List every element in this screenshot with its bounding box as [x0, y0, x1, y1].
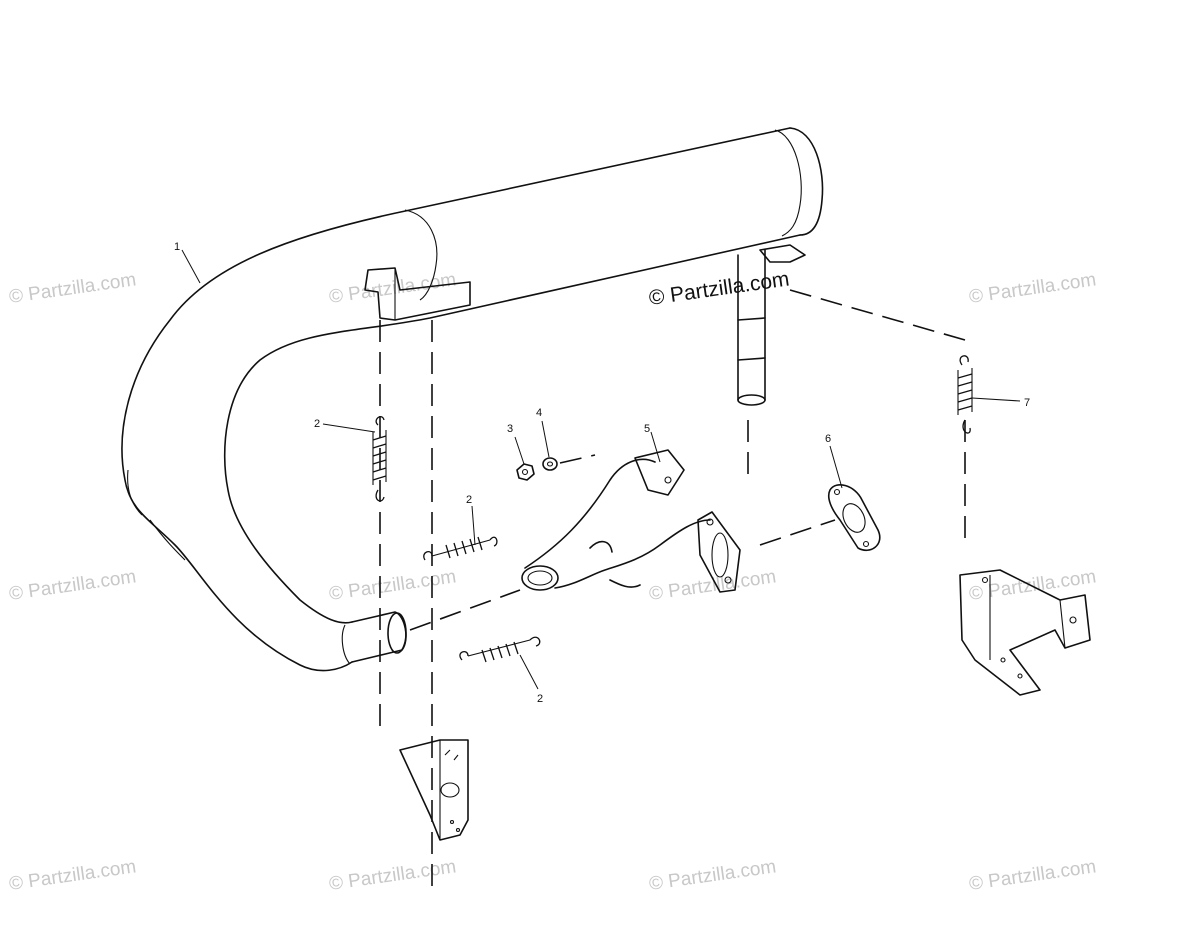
- callout-6: 6: [825, 433, 831, 445]
- watermark: © Partzilla.com: [328, 269, 458, 308]
- callout-3: 3: [507, 423, 513, 435]
- watermark: © Partzilla.com: [648, 566, 778, 605]
- gasket-part-6: [827, 484, 881, 552]
- spring-part-7: [957, 355, 973, 434]
- fastener-centerline: [559, 454, 596, 464]
- callout-labels: 1 2 2 2 3 4 5 6 7: [174, 241, 1030, 705]
- spring-part-2-lower: [459, 636, 541, 663]
- callout-2-middle-spring: 2: [466, 494, 472, 506]
- callout-2-vertical-spring: 2: [314, 418, 320, 430]
- assembly-centerlines: [379, 289, 966, 890]
- callout-1: 1: [174, 241, 180, 253]
- rear-frame-bracket: [959, 569, 1091, 696]
- watermark: © Partzilla.com: [328, 566, 458, 605]
- callout-5: 5: [644, 423, 650, 435]
- watermark: © Partzilla.com: [8, 566, 138, 605]
- callout-4: 4: [536, 407, 542, 419]
- watermark: © Partzilla.com: [648, 856, 778, 895]
- watermark: © Partzilla.com: [8, 856, 138, 895]
- copyright-watermark: © Partzilla.com: [647, 267, 790, 309]
- watermark: © Partzilla.com: [968, 856, 1098, 895]
- y-manifold-part-5: [521, 449, 741, 593]
- spring-part-2-vertical: [372, 416, 387, 502]
- muffler-part-1: [121, 127, 824, 672]
- watermark: © Partzilla.com: [8, 269, 138, 308]
- watermark: © Partzilla.com: [968, 269, 1098, 308]
- callout-7: 7: [1024, 397, 1030, 409]
- washer-part-4: [542, 457, 558, 471]
- callout-2-lower-spring: 2: [537, 693, 543, 705]
- front-frame-bracket: [399, 739, 469, 841]
- spring-part-2-middle: [423, 536, 498, 561]
- watermark: © Partzilla.com: [328, 856, 458, 895]
- callout-leaders: [181, 249, 1021, 690]
- watermark-grid: © Partzilla.com © Partzilla.com © Partzi…: [8, 269, 1098, 895]
- nut-part-3: [516, 463, 535, 481]
